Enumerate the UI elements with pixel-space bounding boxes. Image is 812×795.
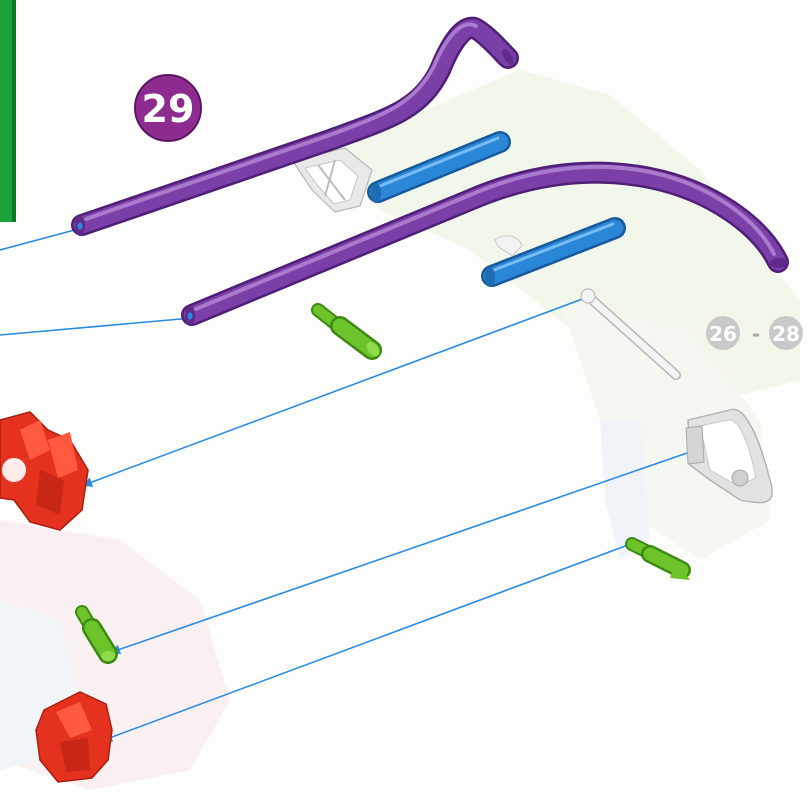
reference-to: 28 [772, 322, 800, 346]
arrow-line-2 [0, 318, 192, 335]
reference-from: 26 [709, 322, 737, 346]
green-connector-middle [318, 310, 382, 358]
reference-dash: - [752, 322, 760, 346]
step-number-badge: 29 [135, 75, 201, 141]
green-edge-bar [0, 0, 16, 222]
arrow-line-1 [0, 228, 82, 250]
reference-step-range: 26 - 28 [706, 316, 803, 350]
green-connector-right [632, 544, 690, 580]
arrow-line-4 [112, 452, 690, 652]
step-number: 29 [142, 87, 195, 131]
red-hub-upper [0, 412, 88, 530]
